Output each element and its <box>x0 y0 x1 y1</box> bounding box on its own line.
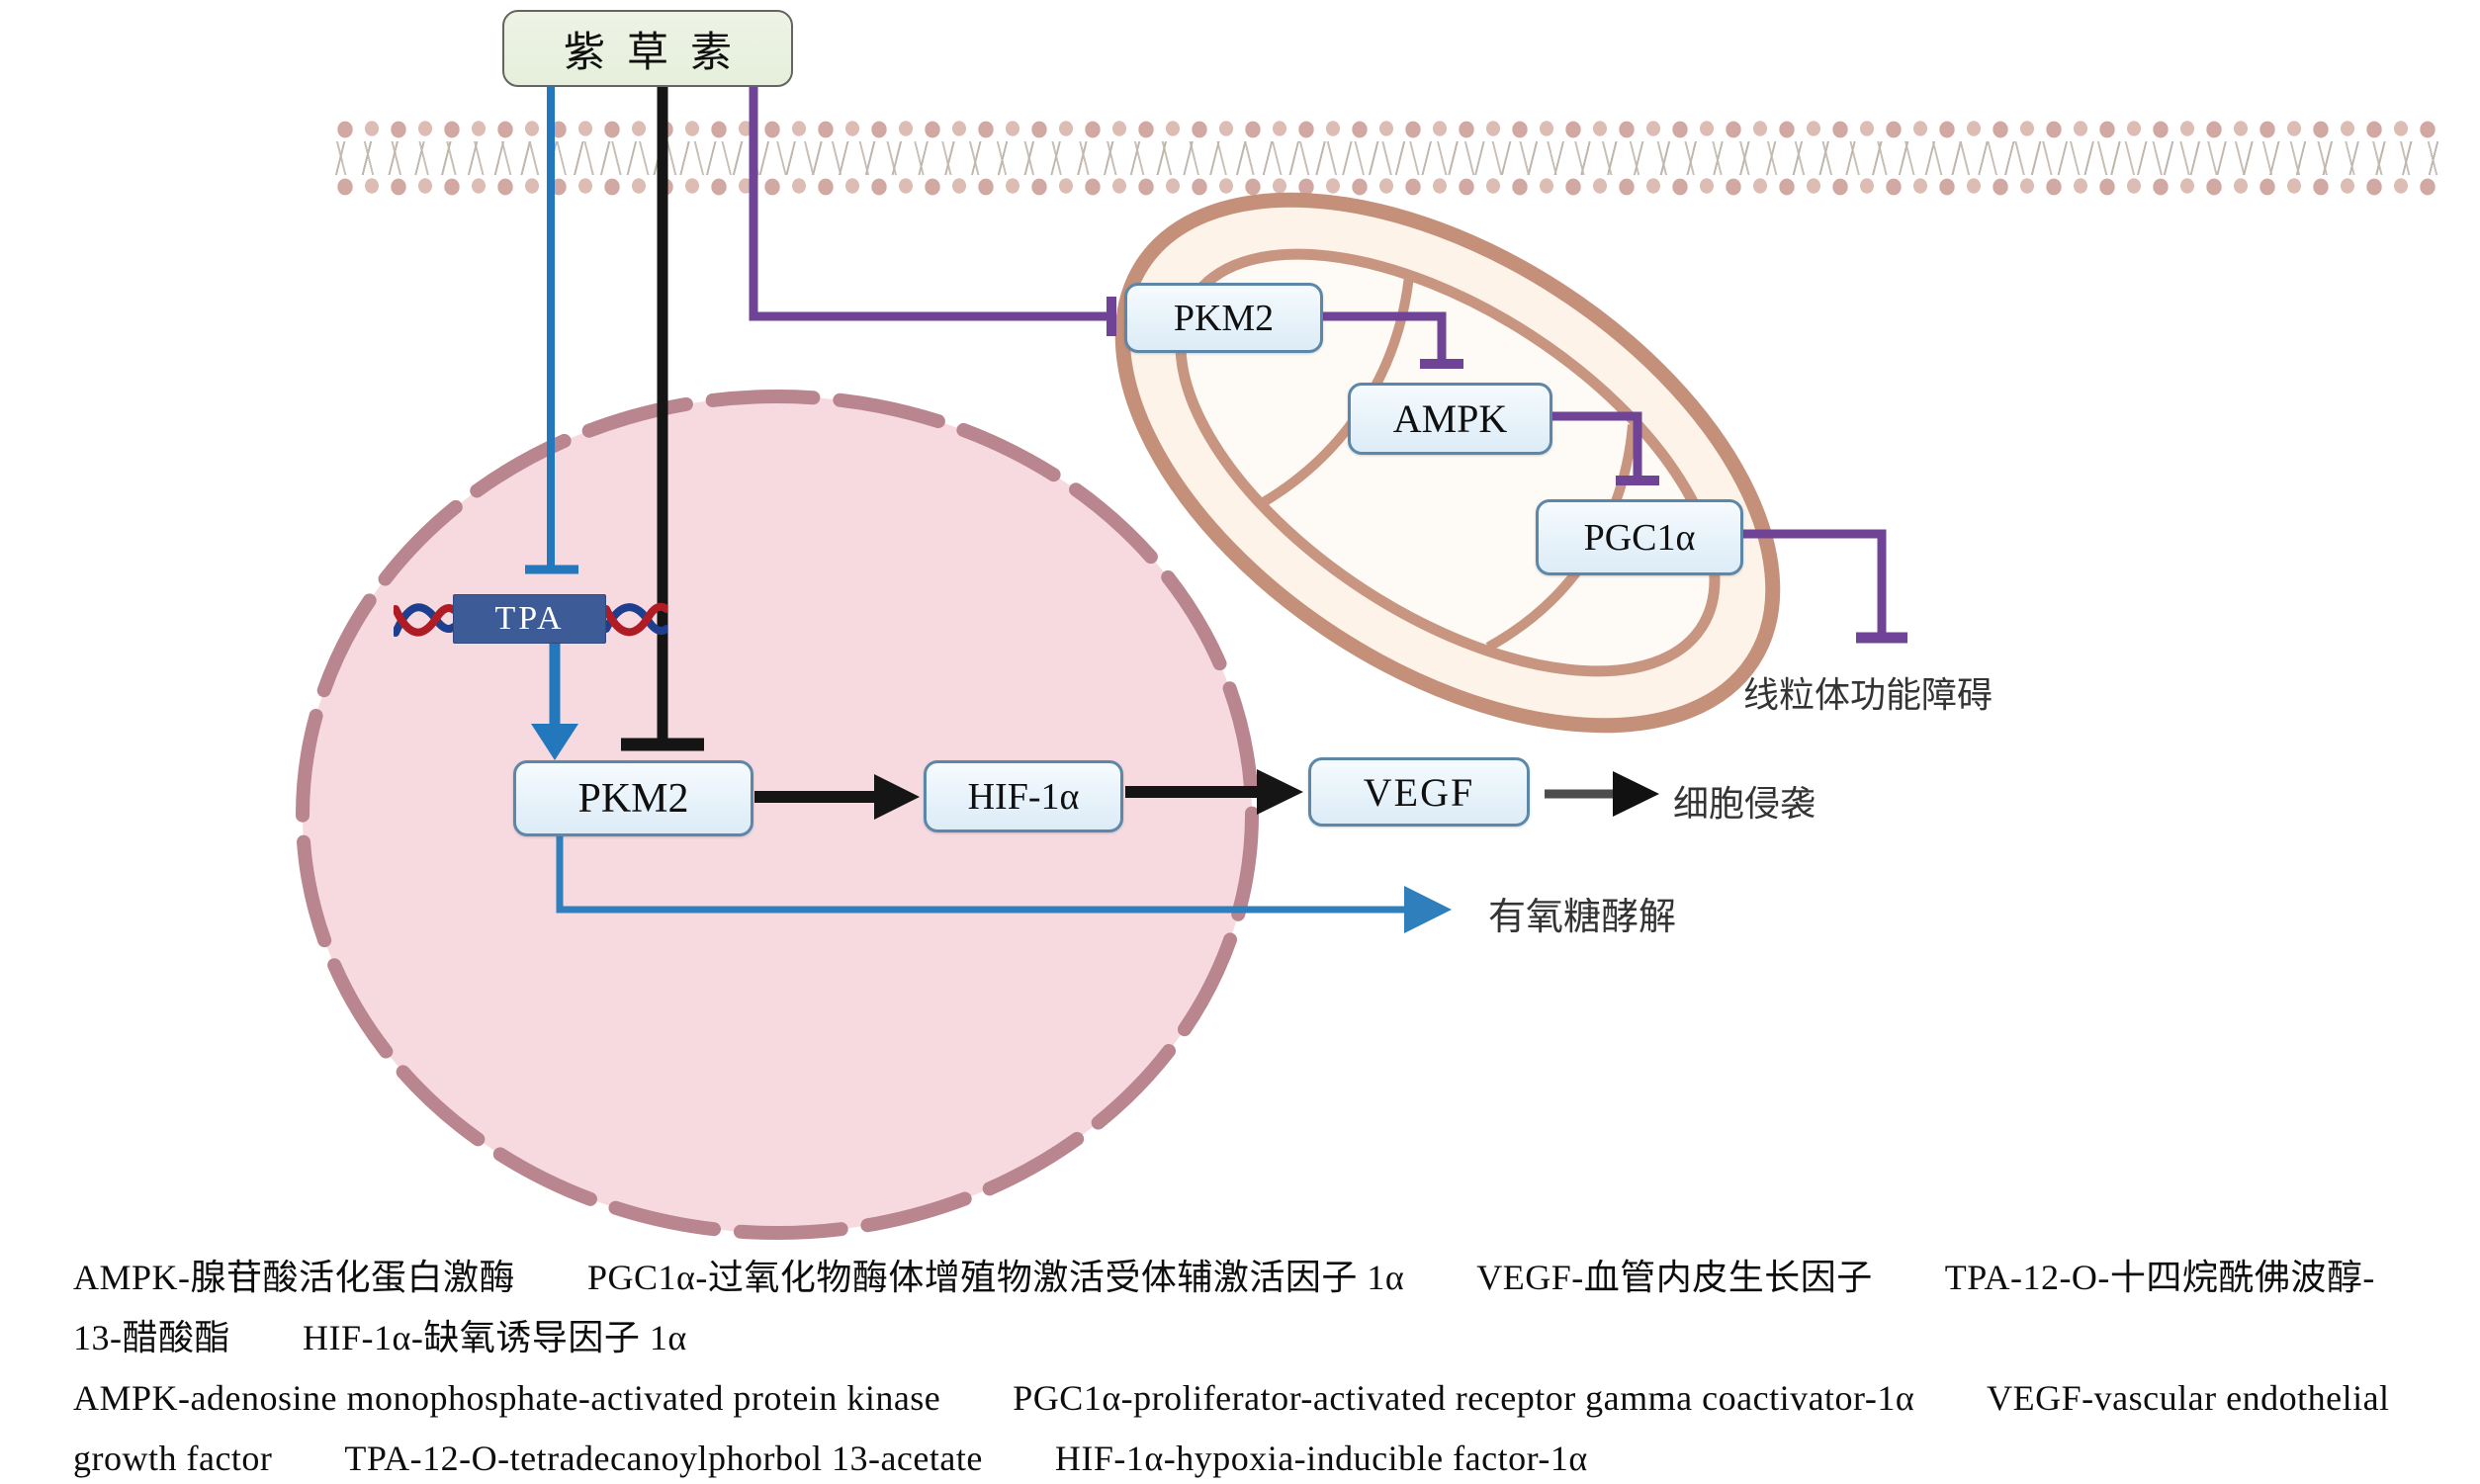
inhibit-arrow-pkm2-ampk <box>1323 311 1463 369</box>
node-ampk: AMPK <box>1348 383 1552 455</box>
node-pgc1a-label: PGC1α <box>1583 516 1696 559</box>
abbreviation-legend: AMPK-腺苷酸活化蛋白激酶 PGC1α-过氧化物酶体增殖物激活受体辅激活因子 … <box>73 1248 2446 1484</box>
node-hif1a: HIF-1α <box>924 760 1123 832</box>
membrane-inner-leaflet <box>332 172 2438 202</box>
inhibit-arrow-shikonin-tpa <box>525 81 578 574</box>
legend-line-cn-1: AMPK-腺苷酸活化蛋白激酶 PGC1α-过氧化物酶体增殖物激活受体辅激活因子 … <box>73 1258 2375 1297</box>
node-nuclear-pkm2: PKM2 <box>513 760 753 836</box>
legend-line-en-2: growth factor TPA-12-O-tetradecanoylphor… <box>73 1439 1588 1478</box>
node-ampk-label: AMPK <box>1392 396 1508 441</box>
dna-helix-icon <box>394 603 455 637</box>
membrane-outer-leaflet <box>332 115 2438 144</box>
label-aerobic-glycolysis: 有氧糖酵解 <box>1488 897 1677 938</box>
activate-arrow-pkm2-hif1a <box>754 774 920 820</box>
node-mito-pkm2: PKM2 <box>1124 283 1323 353</box>
inhibit-arrow-pgc1a-dysfunction <box>1743 529 1907 644</box>
node-shikonin-label: 紫草素 <box>563 30 753 76</box>
activate-arrow-vegf-invasion <box>1545 771 1659 817</box>
dna-helix-icon <box>604 602 667 637</box>
membrane-lipid-tails <box>332 141 2438 175</box>
legend-line-en-1: AMPK-adenosine monophosphate-activated p… <box>73 1378 2390 1418</box>
activate-arrow-pkm2-glycolysis <box>556 836 1452 933</box>
activate-arrow-hif1a-vegf <box>1125 769 1303 815</box>
node-tpa-label: TPA <box>494 600 565 637</box>
node-pgc1a: PGC1α <box>1536 499 1743 575</box>
node-shikonin: 紫草素 <box>502 10 793 87</box>
inhibit-arrow-ampk-pgc1a <box>1552 411 1659 485</box>
node-nuclear-pkm2-label: PKM2 <box>577 775 689 822</box>
node-vegf: VEGF <box>1308 757 1530 827</box>
legend-line-cn-2: 13-醋酸酯 HIF-1α-缺氧诱导因子 1α <box>73 1318 687 1357</box>
label-cell-invasion: 细胞侵袭 <box>1673 784 1816 824</box>
node-mito-pkm2-label: PKM2 <box>1173 297 1275 339</box>
inhibit-arrow-shikonin-mito-pkm2 <box>749 81 1116 336</box>
node-hif1a-label: HIF-1α <box>967 775 1080 818</box>
node-vegf-label: VEGF <box>1363 769 1475 815</box>
node-tpa: TPA <box>453 594 606 644</box>
label-mitochondrial-dysfunction: 线粒体功能障碍 <box>1743 675 1993 715</box>
activate-arrow-tpa-pkm2 <box>531 644 578 760</box>
cell-membrane <box>332 115 2438 202</box>
